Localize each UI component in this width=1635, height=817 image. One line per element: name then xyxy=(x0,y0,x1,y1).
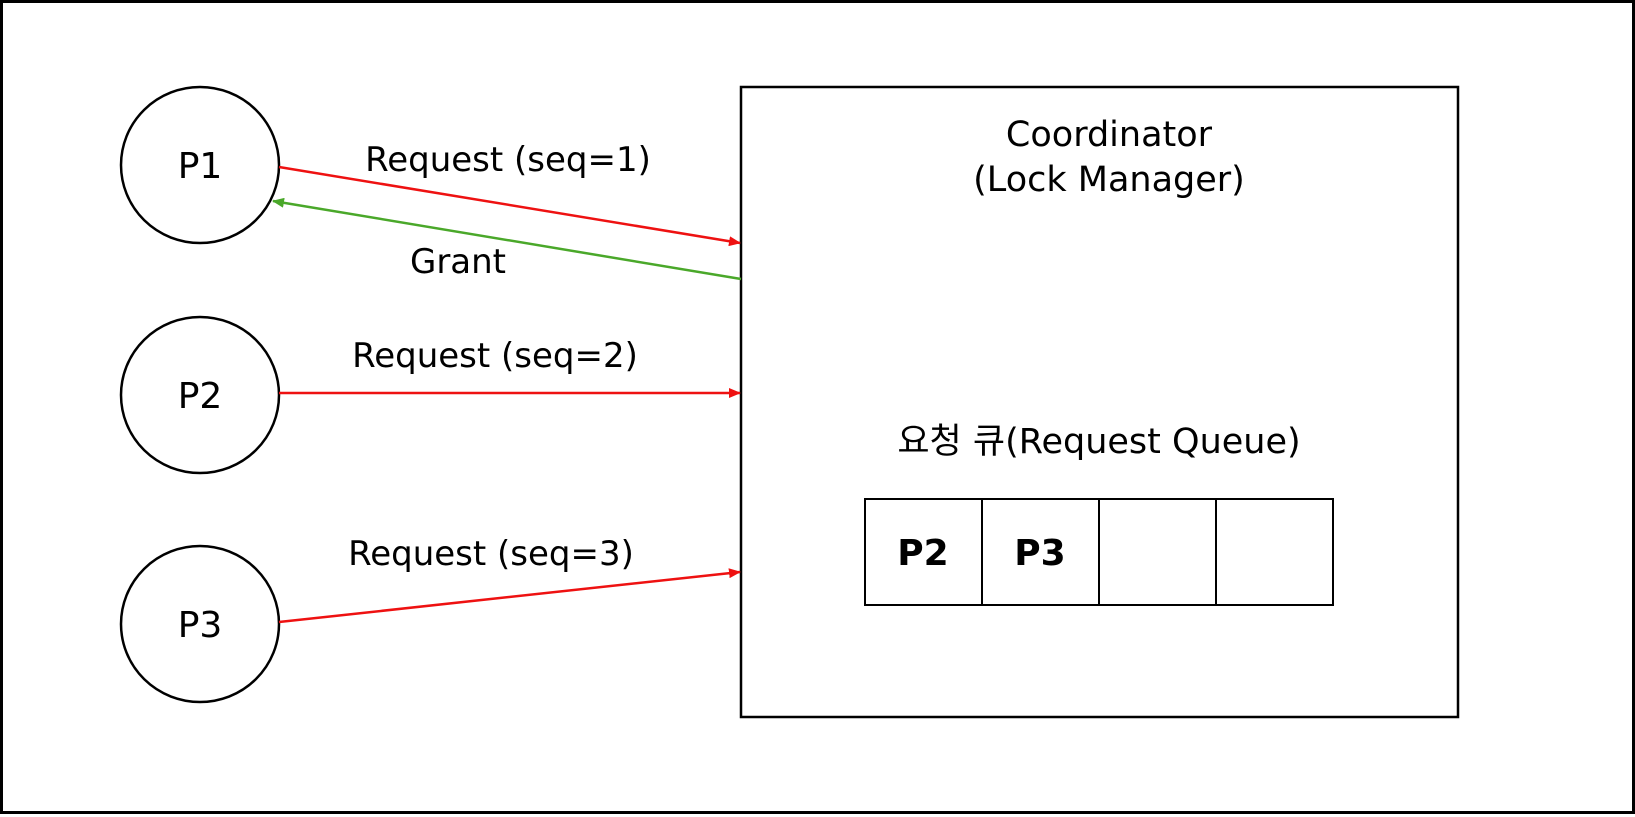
request-arrow xyxy=(278,165,741,247)
edge-p3-request: Request (seq=3) xyxy=(278,534,741,624)
diagram-svg: P1 P2 P3 Coordinator (Lock Manager) 요청 큐… xyxy=(119,85,1460,719)
coordinator-title: Coordinator xyxy=(1006,115,1213,155)
edge-label-p1-request: Request (seq=1) xyxy=(365,140,651,180)
edge-label-p1-grant: Grant xyxy=(410,242,506,282)
queue-cell: P3 xyxy=(981,498,1100,606)
process-node-p3: P3 xyxy=(119,544,281,704)
queue-cell: P2 xyxy=(864,498,983,606)
process-label: P2 xyxy=(178,376,223,417)
queue-title: 요청 큐(Request Queue) xyxy=(897,422,1300,462)
coordinator-subtitle: (Lock Manager) xyxy=(973,160,1245,200)
edge-p2-request: Request (seq=2) xyxy=(279,336,741,398)
edge-p1-request: Request (seq=1) xyxy=(278,140,741,247)
edge-label-p3-request: Request (seq=3) xyxy=(348,534,634,574)
request-queue: P2 P3 xyxy=(864,498,1334,606)
process-node-p2: P2 xyxy=(119,315,281,475)
coordinator-box: Coordinator (Lock Manager) 요청 큐(Request … xyxy=(739,85,1460,719)
request-arrow xyxy=(278,568,741,624)
process-label: P1 xyxy=(178,146,223,187)
queue-cell xyxy=(1098,498,1217,606)
grant-arrow xyxy=(272,197,742,281)
process-node-p1: P1 xyxy=(119,85,281,245)
process-label: P3 xyxy=(178,605,223,646)
queue-cell xyxy=(1215,498,1334,606)
edge-p1-grant: Grant xyxy=(272,197,742,282)
queue-cell-label: P2 xyxy=(897,533,948,574)
queue-cell-label: P3 xyxy=(1014,533,1065,574)
edge-label-p2-request: Request (seq=2) xyxy=(352,336,638,376)
